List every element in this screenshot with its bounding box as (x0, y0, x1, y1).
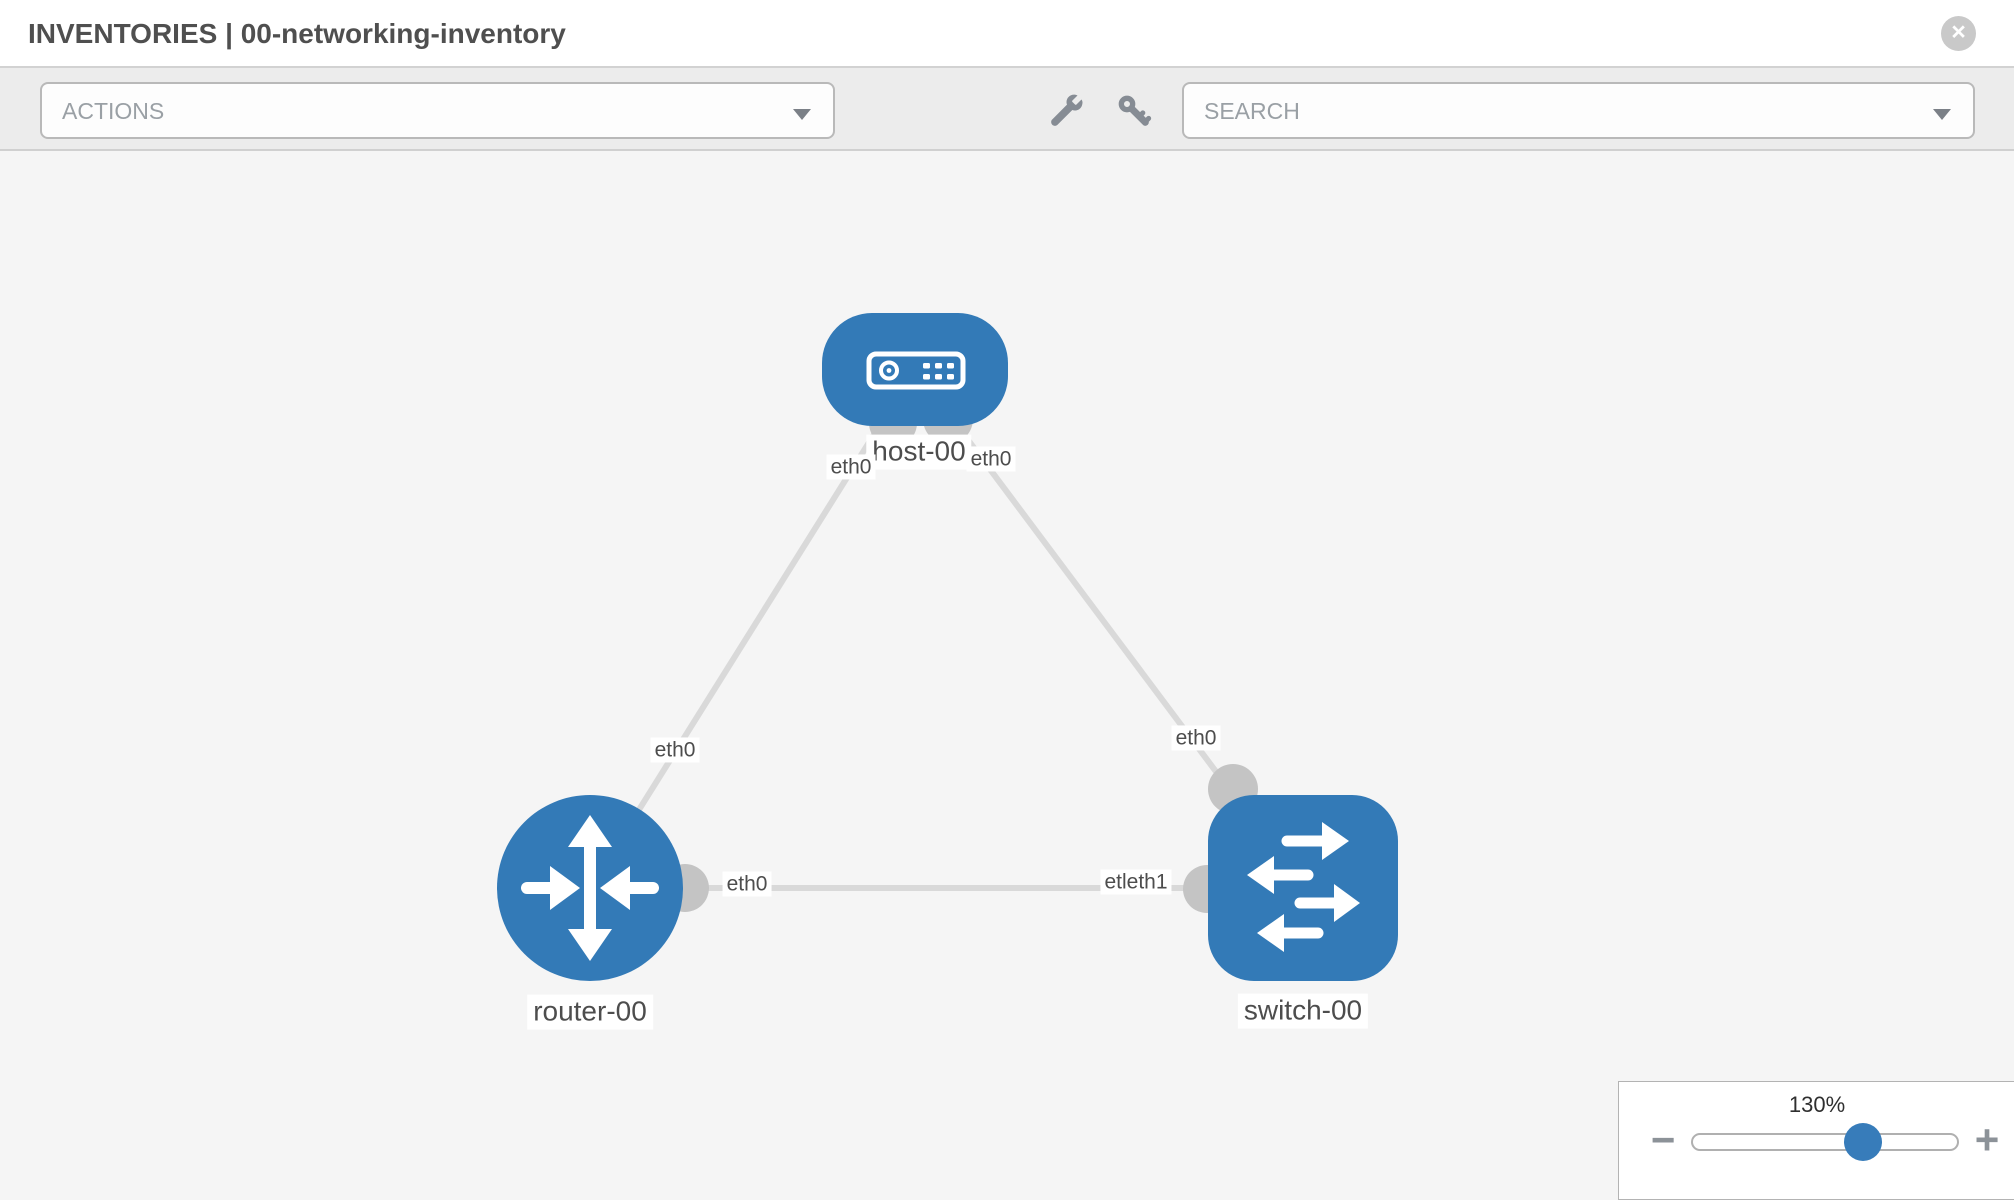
interface-label-host-router: eth0 (650, 737, 700, 763)
zoom-out-button[interactable]: − (1641, 1114, 1685, 1166)
topology-canvas[interactable]: host-00 router-00 switch-00 eth0 eth0 et… (0, 151, 2014, 1200)
page-title: INVENTORIES | 00-networking-inventory (28, 18, 566, 49)
search-dropdown-label: SEARCH (1204, 98, 1300, 124)
host-icon (866, 351, 966, 390)
interface-label-switch-port: etleth1 (1100, 869, 1172, 895)
title-bar: INVENTORIES | 00-networking-inventory × (0, 0, 2014, 68)
node-label-host: host-00 (866, 434, 972, 470)
plus-icon: + (1974, 1116, 2000, 1163)
interface-label-router-port: eth0 (722, 871, 772, 897)
actions-dropdown-label: ACTIONS (62, 98, 165, 124)
key-button[interactable] (1112, 90, 1156, 134)
wrench-icon (1051, 94, 1083, 126)
zoom-in-button[interactable]: + (1965, 1114, 2009, 1166)
close-icon: × (1951, 18, 1966, 46)
minus-icon: − (1650, 1116, 1676, 1163)
zoom-control-panel: 130% − + (1618, 1081, 2014, 1200)
zoom-slider-thumb[interactable] (1844, 1123, 1882, 1161)
interface-label-host-left: eth0 (826, 454, 876, 480)
close-button[interactable]: × (1941, 16, 1976, 51)
actions-dropdown[interactable]: ACTIONS (40, 82, 835, 139)
search-dropdown[interactable]: SEARCH (1182, 82, 1975, 139)
node-switch-00[interactable] (1208, 795, 1398, 981)
wrench-button[interactable] (1044, 90, 1088, 134)
switch-icon (1247, 822, 1360, 952)
zoom-slider-track[interactable] (1691, 1133, 1959, 1151)
zoom-level-label: 130% (1788, 1092, 1846, 1117)
node-router-00[interactable] (497, 795, 683, 981)
node-label-router: router-00 (527, 994, 653, 1030)
node-label-switch: switch-00 (1237, 993, 1369, 1029)
interface-label-host-right: eth0 (966, 446, 1016, 472)
router-icon (521, 815, 659, 961)
chevron-down-icon (1933, 109, 1951, 120)
interface-label-host-switch: eth0 (1171, 725, 1221, 751)
chevron-down-icon (793, 109, 811, 120)
network-graph (497, 313, 1398, 981)
key-icon (1118, 95, 1152, 126)
node-host-00[interactable] (822, 313, 1008, 426)
toolbar: ACTIONS SEARCH (0, 68, 2014, 151)
